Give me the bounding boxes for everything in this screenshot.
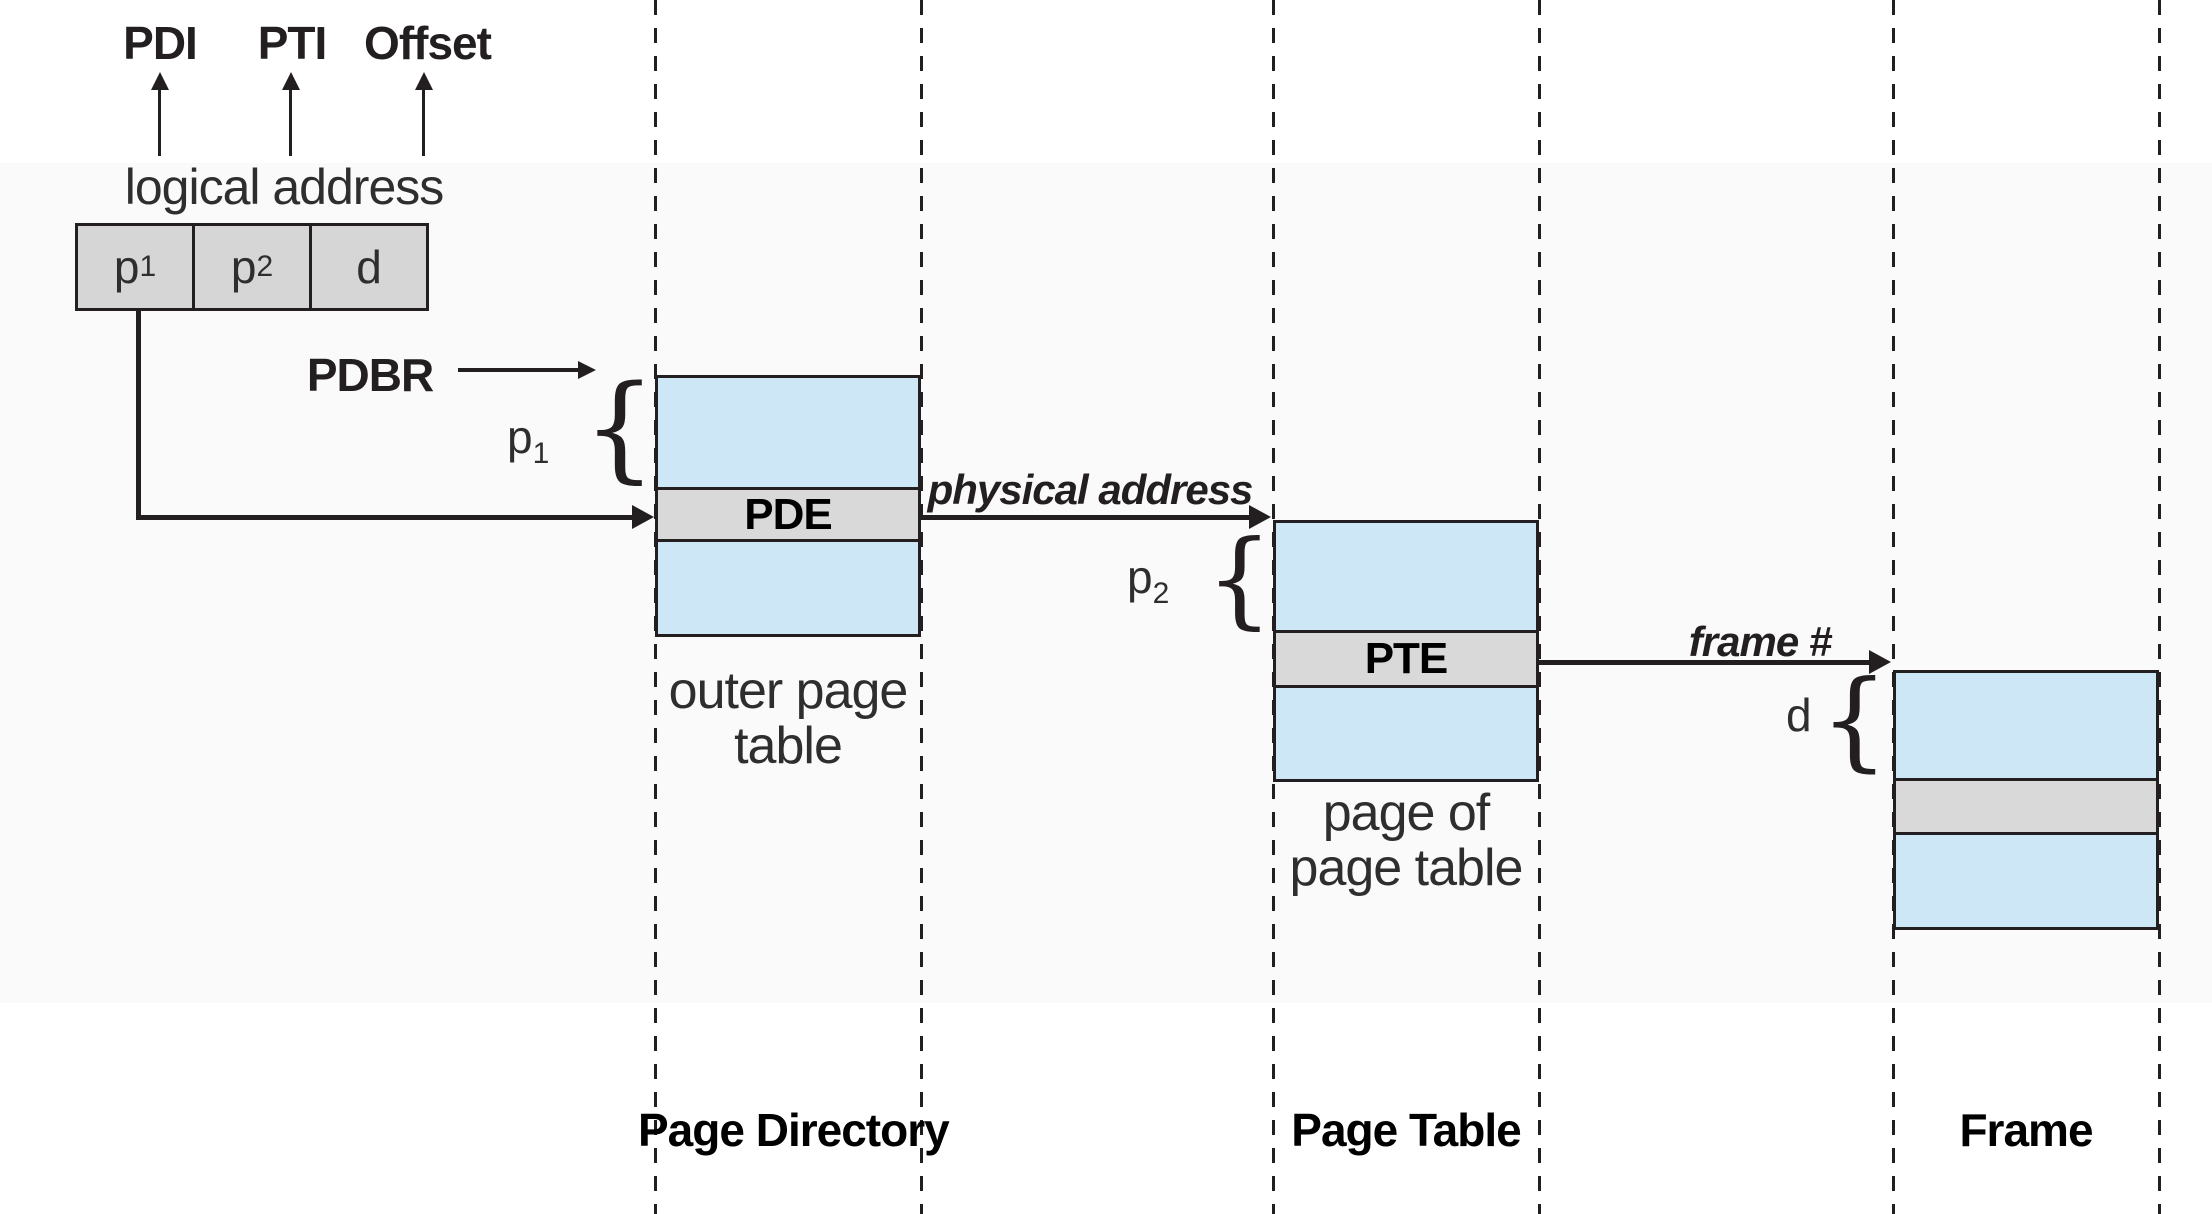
pdbr-label: PDBR [306, 349, 434, 401]
cell-p1-base: p [113, 241, 140, 293]
page-of-page-table-caption: page of page table [1263, 786, 1549, 896]
logical-address-cell-d: d [309, 226, 426, 308]
column-separator-line [920, 0, 923, 1214]
p1-index-label: p1 [507, 410, 549, 471]
frame-entry-row [1896, 778, 2156, 835]
d-index-label: d [1786, 688, 1812, 749]
pdi-arrow-up-icon [151, 72, 169, 90]
p1-connector-arrowhead-icon [632, 505, 654, 529]
pdbr-arrow-shaft [458, 368, 580, 372]
cell-p1-sub: 1 [139, 250, 157, 283]
page-caption-line2: page table [1289, 839, 1524, 897]
bitfield-label-offset: Offset [364, 17, 492, 69]
bitfield-label-pdi: PDI [123, 17, 198, 69]
outer-page-table-caption: outer page table [655, 664, 921, 774]
d-brace-icon: { [1820, 658, 1889, 783]
physical-address-label: physical address [927, 466, 1254, 513]
offset-arrow-shaft [422, 90, 425, 156]
cell-p2-base: p [230, 241, 257, 293]
frame-number-arrow-shaft [1539, 660, 1871, 665]
p1-index-base: p [507, 411, 533, 463]
physical-address-arrow-shaft [921, 515, 1251, 520]
pti-arrow-up-icon [282, 72, 300, 90]
p2-index-sub: 2 [1152, 577, 1170, 610]
column-label-page-table: Page Table [1291, 1104, 1521, 1156]
pdi-arrow-shaft [158, 90, 161, 156]
p1-connector-vertical [136, 310, 141, 517]
p1-index-sub: 1 [532, 437, 550, 470]
column-label-frame: Frame [1959, 1104, 2093, 1156]
p1-connector-horizontal [136, 515, 634, 520]
page-of-page-table-box: PTE [1273, 520, 1539, 782]
offset-arrow-up-icon [415, 72, 433, 90]
frame-box [1893, 670, 2159, 930]
physical-address-arrowhead-icon [1249, 505, 1271, 529]
pte-entry-row: PTE [1276, 630, 1536, 688]
p1-brace-icon: { [583, 361, 657, 495]
column-separator-line [1892, 0, 1895, 1214]
cell-d-base: d [356, 241, 382, 293]
pdbr-arrowhead-icon [578, 361, 596, 379]
frame-number-label: frame # [1688, 618, 1832, 665]
outer-caption-line2: table [734, 717, 843, 775]
pti-arrow-shaft [289, 90, 292, 156]
pde-entry-label: PDE [744, 489, 832, 539]
p2-brace-icon: { [1206, 518, 1273, 640]
column-label-page-directory: Page Directory [638, 1104, 950, 1156]
outer-caption-line1: outer page [668, 662, 909, 720]
cell-p2-sub: 2 [256, 250, 274, 283]
bitfield-label-pti: PTI [257, 17, 328, 69]
column-separator-line [2158, 0, 2161, 1214]
column-separator-line [1538, 0, 1541, 1214]
p2-index-base: p [1127, 551, 1153, 603]
logical-address-caption: logical address [124, 159, 445, 215]
pte-entry-label: PTE [1364, 634, 1449, 683]
pde-entry-row: PDE [658, 487, 918, 542]
outer-page-table-box: PDE [655, 375, 921, 637]
d-index-base: d [1786, 689, 1812, 741]
frame-number-arrowhead-icon [1869, 650, 1891, 674]
page-caption-line1: page of [1322, 784, 1491, 842]
p2-index-label: p2 [1127, 550, 1169, 611]
